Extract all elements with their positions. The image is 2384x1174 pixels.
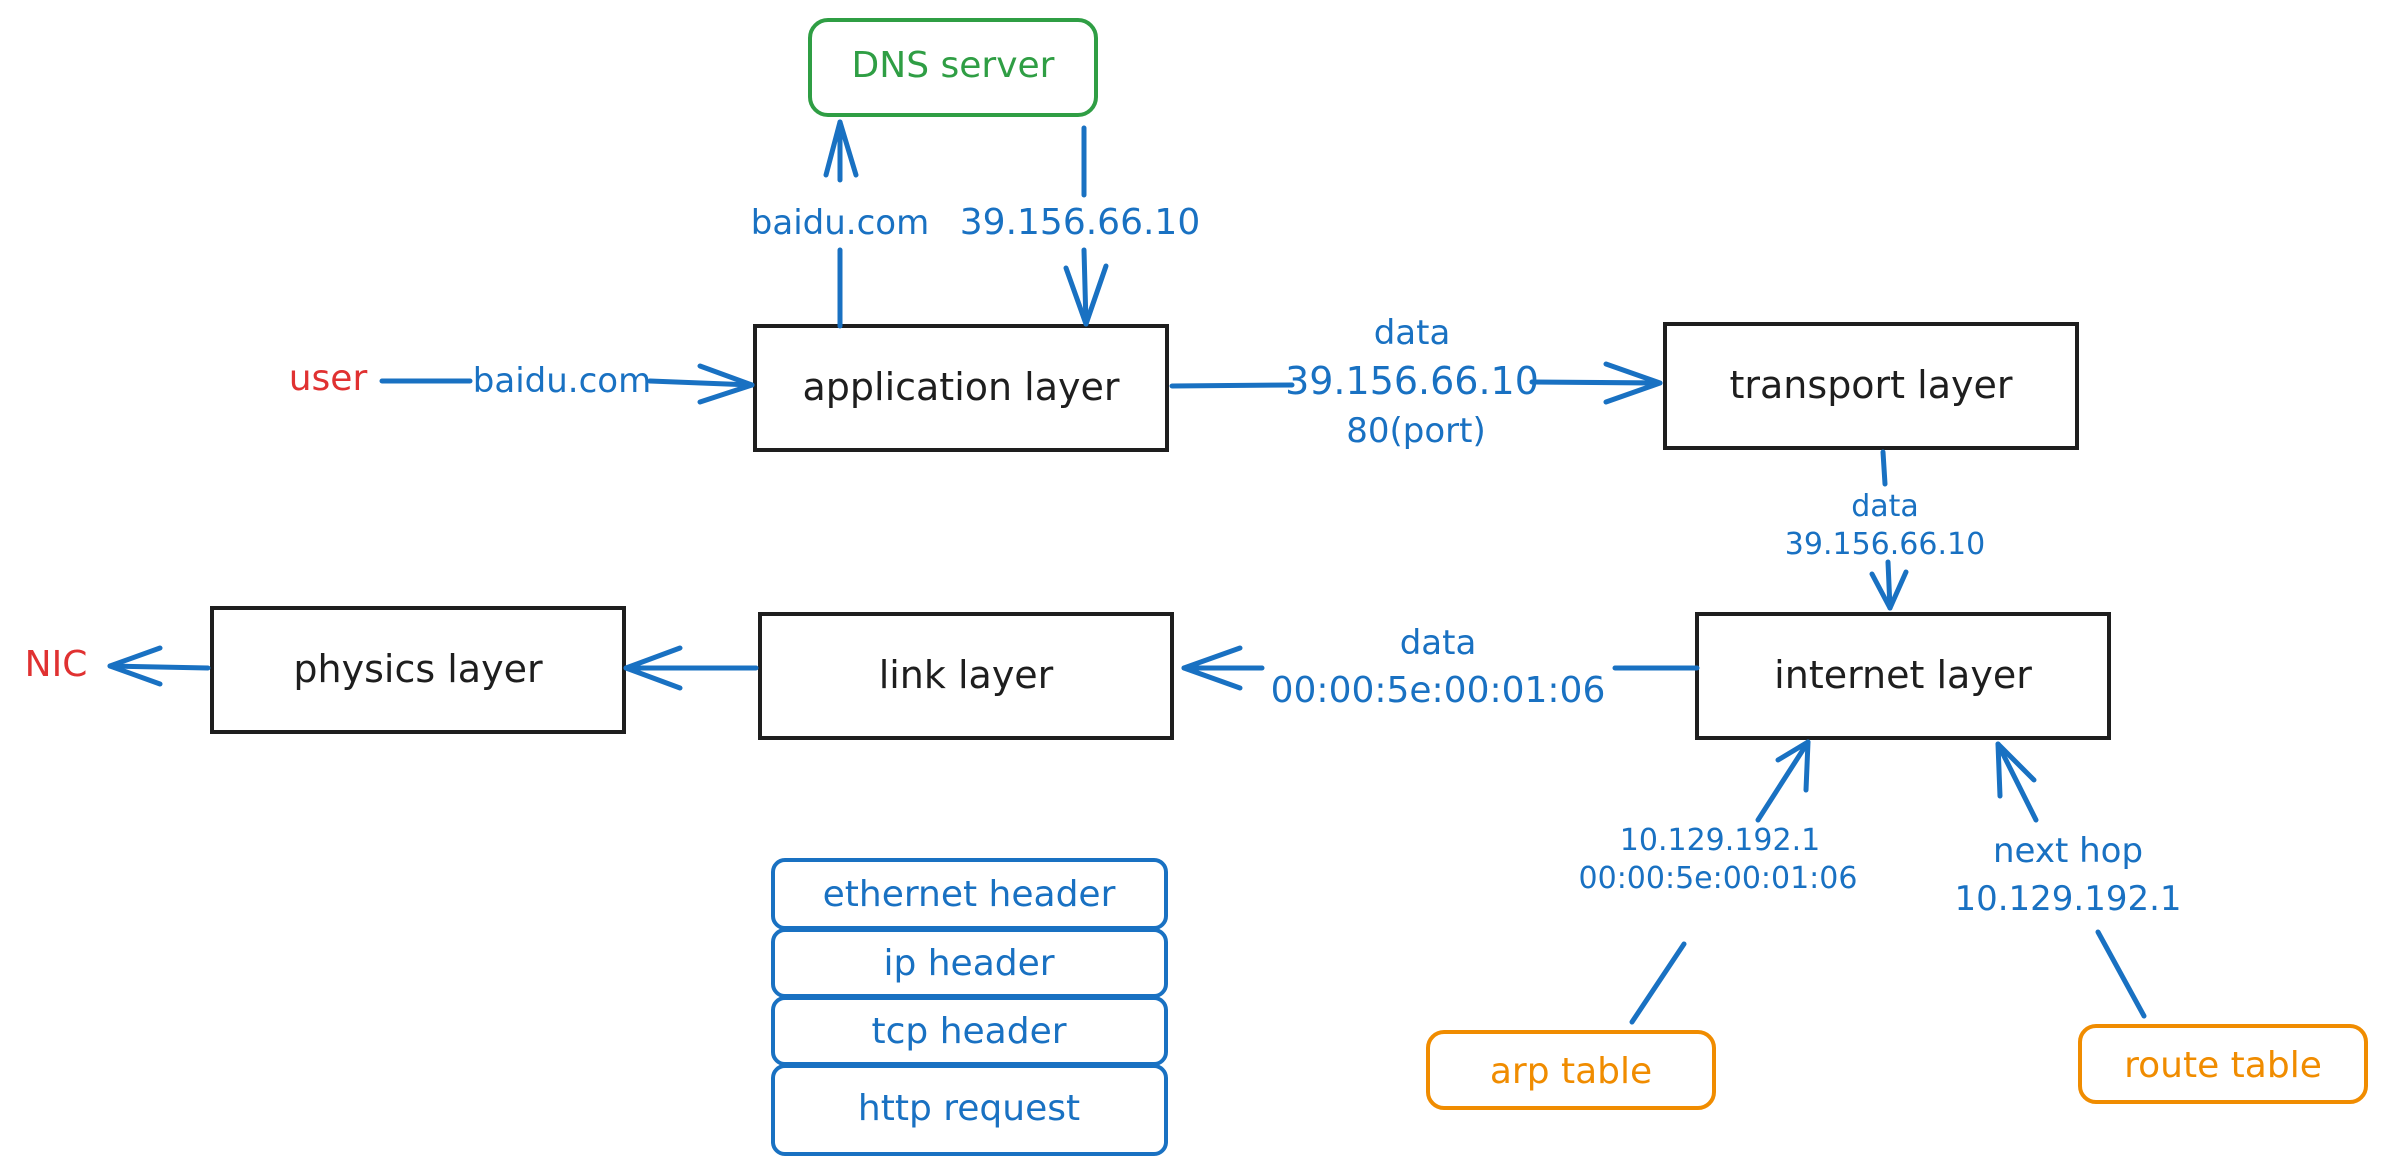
edge-label-app-transport-line1: data <box>1374 313 1451 353</box>
edge-label-internet-link-line1: data <box>1400 623 1477 663</box>
internet-layer-label: internet layer <box>1774 653 2032 697</box>
edge-label-arp-line2: 00:00:5e:00:01:06 <box>1579 861 1858 896</box>
arrow-application-to-dns <box>823 119 859 329</box>
link-layer-node: link layer <box>758 612 1174 740</box>
arrow-internet-to-link <box>1181 645 1700 691</box>
edge-label-transport-internet-line2: 39.156.66.10 <box>1785 527 1985 562</box>
arrow-physics-to-nic <box>107 645 211 687</box>
arrow-arp-to-internet <box>1629 739 1811 1025</box>
dns-server-node: DNS server <box>808 18 1098 117</box>
arrow-route-to-internet <box>1995 741 2147 1019</box>
arp-table-node: arp table <box>1426 1030 1716 1110</box>
nic-label: NIC <box>25 644 88 685</box>
link-layer-label: link layer <box>879 653 1054 697</box>
dns-server-label: DNS server <box>852 45 1055 86</box>
arrow-transport-to-internet <box>1869 449 1909 611</box>
edge-label-app-transport-line3: 80(port) <box>1346 411 1486 451</box>
physics-layer-label: physics layer <box>293 647 543 691</box>
edge-label-route-line1: next hop <box>1993 831 2143 871</box>
edge-label-route-line2: 10.129.192.1 <box>1954 879 2181 919</box>
packet-stack-http-request: http request <box>858 1088 1080 1129</box>
application-layer-node: application layer <box>753 324 1169 452</box>
packet-stack <box>771 858 1168 1156</box>
packet-stack-http-box <box>771 1064 1168 1156</box>
user-label: user <box>289 358 368 399</box>
arp-table-label: arp table <box>1490 1051 1652 1092</box>
edge-label-internet-link-line2: 00:00:5e:00:01:06 <box>1271 670 1606 711</box>
packet-stack-tcp-header: tcp header <box>871 1011 1066 1052</box>
transport-layer-label: transport layer <box>1730 363 2013 407</box>
packet-stack-ethernet-header: ethernet header <box>823 874 1116 915</box>
edge-label-app-transport-line2: 39.156.66.10 <box>1285 359 1539 403</box>
arrow-dns-to-application <box>1063 125 1109 327</box>
edge-label-transport-internet-line1: data <box>1851 489 1919 524</box>
route-table-node: route table <box>2078 1024 2368 1104</box>
arrow-user-to-application <box>379 363 755 405</box>
arrow-application-to-transport <box>1169 361 1663 405</box>
physics-layer-node: physics layer <box>210 606 626 734</box>
arrow-link-to-physics <box>623 645 759 691</box>
edge-label-user-domain: baidu.com <box>473 361 651 401</box>
packet-stack-ip-header: ip header <box>883 943 1054 984</box>
transport-layer-node: transport layer <box>1663 322 2079 450</box>
edge-label-app-query: baidu.com <box>751 203 929 243</box>
edge-label-dns-answer: 39.156.66.10 <box>960 202 1200 243</box>
route-table-label: route table <box>2124 1045 2322 1086</box>
internet-layer-node: internet layer <box>1695 612 2111 740</box>
edge-label-arp-line1: 10.129.192.1 <box>1620 823 1820 858</box>
application-layer-label: application layer <box>802 365 1119 409</box>
